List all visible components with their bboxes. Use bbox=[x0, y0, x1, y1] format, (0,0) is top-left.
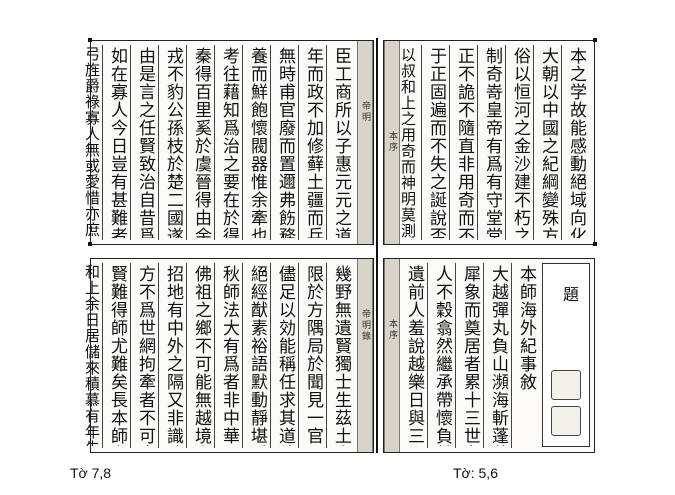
column-rule bbox=[158, 45, 159, 240]
text-column: 和上余日居儲來積慕有年先 bbox=[84, 264, 101, 446]
column-rule bbox=[421, 45, 422, 240]
text-column: 遺前人羞說越樂日與三三 bbox=[404, 265, 424, 446]
text-column: 由是言之任賢致治自昔爲然 bbox=[135, 47, 155, 238]
binding-mark: 帝明 bbox=[360, 101, 370, 123]
text-column: 于正固遍而不失之誕說否是 bbox=[426, 47, 446, 238]
text-column: 限於方隅局於聞見一官一職 bbox=[303, 265, 323, 446]
text-column: 大朝以中國之紀綱變殊方之習 bbox=[538, 47, 558, 238]
text-column: 俗以恒河之金沙建不朽之業 bbox=[510, 47, 530, 238]
page-top-left: 帝明 臣工商所以子惠元元之道有 年而政不加修藓土疆而兵輿 無時甫官廢而置邇弗飭務… bbox=[90, 40, 374, 245]
text-column: 戎不豹公孫枝於楚二國遂霸 bbox=[163, 47, 183, 238]
caption-left: Tờ 7,8 bbox=[70, 465, 112, 481]
corner-mark bbox=[88, 242, 92, 246]
corner-mark bbox=[88, 38, 92, 42]
seal-stamp bbox=[551, 406, 581, 436]
column-rule bbox=[449, 45, 450, 240]
text-column: 以叔和上之用奇而神明莫測 bbox=[400, 47, 417, 238]
column-rule bbox=[298, 263, 299, 448]
column-rule bbox=[158, 263, 159, 448]
column-rule bbox=[455, 263, 456, 448]
title-character: 題 bbox=[560, 286, 579, 302]
column-rule bbox=[270, 263, 271, 448]
column-rule bbox=[326, 263, 327, 448]
seal-stamp bbox=[551, 370, 581, 400]
column-rule bbox=[298, 45, 299, 240]
column-rule bbox=[242, 45, 243, 240]
text-column: 考往藉知爲治之要在於得人 bbox=[219, 47, 239, 238]
text-column: 弓旌爵祿寡人無或愛惜亦庶 bbox=[84, 46, 101, 236]
column-rule bbox=[214, 45, 215, 240]
page-gutter bbox=[376, 38, 378, 453]
text-column: 人不穀翕然繼承帶懷負越以 bbox=[432, 265, 452, 446]
column-rule bbox=[561, 45, 562, 240]
title-slip: 題 bbox=[542, 263, 590, 447]
column-rule bbox=[483, 263, 484, 448]
caption-right: Tờ: 5,6 bbox=[453, 465, 498, 481]
binding-mark: 帝明錄 bbox=[360, 309, 370, 342]
column-rule bbox=[214, 263, 215, 448]
column-rule bbox=[533, 45, 534, 240]
text-column: 無時甫官廢而置邇弗飭務休 bbox=[275, 47, 295, 238]
corner-mark bbox=[593, 38, 597, 42]
text-column: 本師海外紀事敘 bbox=[516, 265, 536, 391]
column-rule bbox=[477, 45, 478, 240]
text-column: 秋師法大有爲者非中華聖賢 bbox=[219, 265, 239, 446]
text-column: 犀象而奠居者累十三世矣其 bbox=[460, 265, 480, 446]
text-column: 賢難得師尤難矣長本師老 bbox=[107, 265, 127, 446]
column-rule bbox=[186, 263, 187, 448]
column-rule bbox=[242, 263, 243, 448]
binding-strip bbox=[357, 41, 373, 244]
binding-strip bbox=[384, 41, 400, 244]
column-rule bbox=[511, 263, 512, 448]
column-rule bbox=[427, 263, 428, 448]
page-bottom-right: 本序 本師海外紀事敘 大越彈丸負山瀕海斬蓬蒿闢 犀象而奠居者累十三世矣其 人不穀… bbox=[383, 258, 595, 453]
text-column: 臣工商所以子惠元元之道有 bbox=[331, 47, 351, 238]
text-column: 絕經猷素裕語默動靜堪爲千 bbox=[247, 265, 267, 446]
column-rule bbox=[102, 45, 103, 240]
text-column: 儘足以効能稱任求其道德深 bbox=[275, 265, 295, 446]
column-rule bbox=[505, 45, 506, 240]
text-column: 年而政不加修藓土疆而兵輿 bbox=[303, 47, 323, 238]
column-rule bbox=[270, 45, 271, 240]
page-bottom-left: 帝明錄 幾野無遺賢獨士生茲土大抵 限於方隅局於聞見一官一職 儘足以効能稱任求其道… bbox=[90, 258, 374, 453]
binding-mark: 本序 bbox=[387, 319, 397, 341]
column-rule bbox=[130, 45, 131, 240]
text-column: 幾野無遺賢獨士生茲土大抵 bbox=[331, 265, 351, 446]
text-column: 正不詭不隨直非用奇而不戾 bbox=[454, 47, 474, 238]
text-column: 佛祖之鄉不可能無越境之 bbox=[191, 265, 211, 446]
text-column: 本之学故能感動絕域向化 bbox=[566, 47, 586, 238]
corner-mark bbox=[593, 242, 597, 246]
column-rule bbox=[326, 45, 327, 240]
text-column: 招地有中外之隔又非識鑒超 bbox=[163, 265, 183, 446]
text-column: 大越彈丸負山瀕海斬蓬蒿闢 bbox=[488, 265, 508, 446]
binding-strip bbox=[357, 259, 373, 452]
text-column: 秦得百里奚於虞晉得由余於 bbox=[191, 47, 211, 238]
text-column: 制奇嵜皇帝有爲有守堂堂正 bbox=[482, 47, 502, 238]
text-column: 方不爲世網拘牽者不可應得 bbox=[135, 265, 155, 446]
column-rule bbox=[130, 263, 131, 448]
text-column: 如在寡人今日豈有甚難者夫 bbox=[107, 47, 127, 238]
binding-mark: 本序 bbox=[387, 131, 397, 153]
column-rule bbox=[186, 45, 187, 240]
column-rule bbox=[102, 263, 103, 448]
page-top-right: 本序 本之学故能感動絕域向化 大朝以中國之紀綱變殊方之習 俗以恒河之金沙建不朽之… bbox=[383, 40, 595, 245]
binding-strip bbox=[384, 259, 400, 452]
text-column: 養而鮮飽懷閥器惟余牽也閥 bbox=[247, 47, 267, 238]
